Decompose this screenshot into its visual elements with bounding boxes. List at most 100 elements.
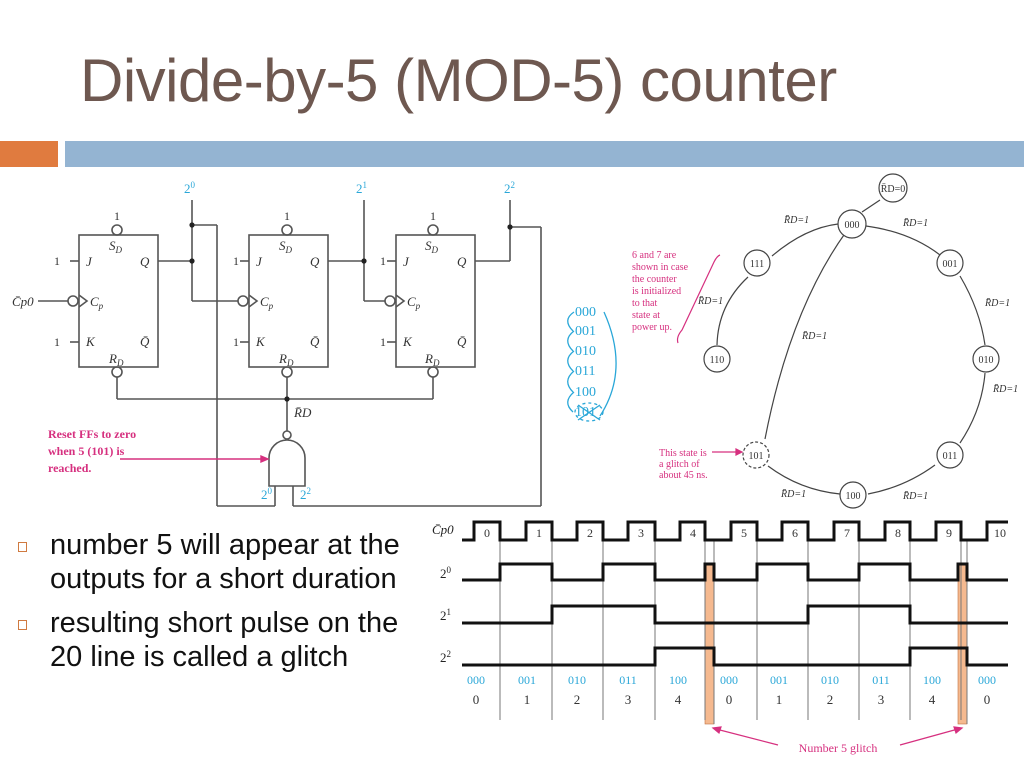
- transition-label: R̄D=1: [902, 490, 928, 502]
- k-label: K: [85, 334, 96, 349]
- reset-annotation-line: reached.: [48, 461, 91, 475]
- state-node-reset: [878, 173, 908, 203]
- transition-label: R̄D=1: [902, 217, 928, 229]
- k-label: K: [255, 334, 266, 349]
- node-label: 010: [979, 355, 994, 366]
- bullet-item: number 5 will appear at the outputs for …: [14, 528, 414, 596]
- clock-pulse-number: 6: [792, 526, 798, 540]
- binary-state: 001: [518, 673, 536, 687]
- qbar-label: Q̄: [457, 334, 467, 349]
- decimal-state: 3: [878, 692, 885, 707]
- transition-label: R̄D=1: [780, 488, 806, 500]
- output-label-2-1: 21: [356, 180, 367, 196]
- decimal-state: 4: [675, 692, 682, 707]
- q-label: Q: [140, 254, 150, 269]
- output-label-2-0: 20: [184, 180, 196, 196]
- j-value: 1: [54, 254, 60, 268]
- j-label: J: [86, 254, 93, 269]
- transition-label: R̄D=1: [783, 214, 809, 226]
- sequence-state: 010: [575, 344, 596, 359]
- glitch-label: Number 5 glitch: [799, 741, 878, 755]
- state-node-010: [972, 345, 1000, 373]
- bullet-marker-icon: [18, 542, 27, 552]
- bullet-text: number 5 will appear at the outputs for …: [50, 529, 400, 595]
- output-label-2-2: 22: [504, 180, 515, 196]
- state-node-001: [936, 249, 964, 277]
- set-value: 1: [430, 209, 436, 223]
- state-node-111: [743, 249, 771, 277]
- signal-label: C̄p0: [432, 522, 454, 537]
- j-label: J: [256, 254, 263, 269]
- reset-annotation-line: when 5 (101) is: [48, 444, 125, 458]
- bullet-list: number 5 will appear at the outputs for …: [14, 528, 414, 684]
- binary-state: 000: [467, 673, 485, 687]
- glitch-highlight: [704, 563, 715, 725]
- state-node-011: [936, 441, 964, 469]
- slide-title: Divide-by-5 (MOD-5) counter: [80, 47, 837, 114]
- decimal-state: 0: [726, 692, 733, 707]
- decimal-state: 0: [473, 692, 480, 707]
- node-label: 110: [710, 355, 725, 366]
- node-label: 101: [749, 451, 764, 462]
- transition-label: R̄D=1: [992, 383, 1018, 395]
- state-node-101: [742, 441, 770, 469]
- accent-square: [0, 141, 58, 167]
- node-label: 011: [943, 451, 958, 462]
- power-up-note: to that: [632, 298, 657, 309]
- power-up-note: 6 and 7 are: [632, 250, 677, 261]
- transition-label: R̄D=1: [984, 297, 1010, 309]
- gate-input-2-0: 20: [261, 486, 273, 502]
- waveform-2-2: [462, 646, 1008, 667]
- binary-state: 010: [568, 673, 586, 687]
- clock-waveform: [462, 520, 1008, 542]
- glitch-note: about 45 ns.: [659, 470, 708, 481]
- k-label: K: [402, 334, 413, 349]
- nand-gate: [268, 439, 306, 487]
- j-value: 1: [233, 254, 239, 268]
- q-label: Q: [310, 254, 320, 269]
- node-label: 100: [846, 491, 861, 502]
- glitch-highlight: [957, 563, 968, 725]
- sequence-state: 001: [575, 324, 596, 339]
- power-up-note: state at: [632, 310, 660, 321]
- decimal-state: 2: [827, 692, 834, 707]
- binary-state: 010: [821, 673, 839, 687]
- reset-node-label: R̄D=0: [881, 183, 906, 195]
- binary-state: 001: [770, 673, 788, 687]
- decimal-state: 0: [984, 692, 991, 707]
- glitch-arrows: [711, 726, 964, 746]
- clock-input-label: C̄p0: [12, 294, 34, 309]
- accent-bar: [65, 141, 1024, 167]
- waveform-2-1: [462, 604, 1008, 625]
- j-label: J: [403, 254, 410, 269]
- clock-pulse-number: 8: [895, 526, 901, 540]
- reset-annotation-line: Reset FFs to zero: [48, 427, 136, 441]
- signal-label: 20: [440, 565, 452, 581]
- node-label: 111: [750, 259, 764, 270]
- qbar-label: Q̄: [140, 334, 150, 349]
- bullet-marker-icon: [18, 620, 27, 630]
- clock-pulse-number: 0: [484, 526, 490, 540]
- sequence-state-crossed: 101: [575, 405, 596, 420]
- glitch-note: This state is: [659, 448, 707, 459]
- clock-pulse-number: 3: [638, 526, 644, 540]
- clock-pulse-number: 10: [994, 526, 1006, 540]
- binary-state: 100: [669, 673, 687, 687]
- power-up-note: the counter: [632, 274, 677, 285]
- binary-state: 000: [978, 673, 996, 687]
- state-node-100: [839, 481, 867, 509]
- clock-pulse-number: 7: [844, 526, 850, 540]
- decimal-state: 2: [574, 692, 581, 707]
- waveform-2-0: [462, 562, 1008, 582]
- bullet-item: resulting short pulse on the 20 line is …: [14, 606, 414, 674]
- binary-state: 000: [720, 673, 738, 687]
- decimal-state: 1: [524, 692, 531, 707]
- clock-pulse-number: 2: [587, 526, 593, 540]
- q-label: Q: [457, 254, 467, 269]
- j-value: 1: [380, 254, 386, 268]
- state-node-110: [703, 345, 731, 373]
- sequence-state: 100: [575, 385, 596, 400]
